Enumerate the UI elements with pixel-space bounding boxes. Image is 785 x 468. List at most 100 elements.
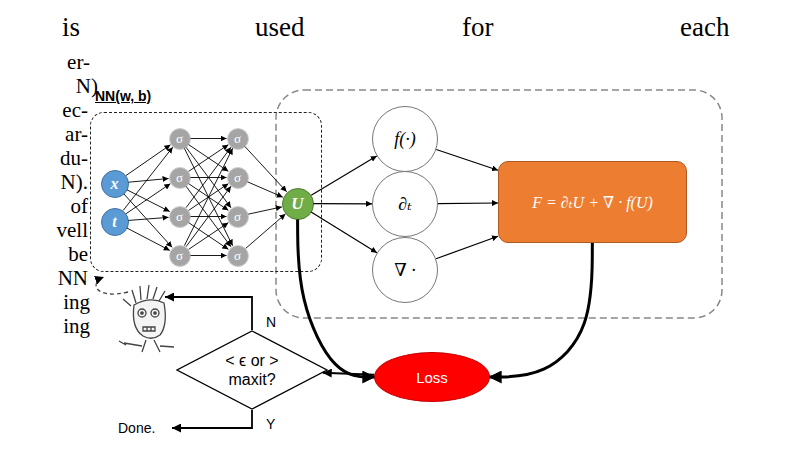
cartoon-teeth [143,327,155,331]
node-text: U [291,194,303,214]
margin-text: ing [63,314,90,339]
connector-arrow [186,147,231,207]
yes-branch-arrow [172,410,252,428]
branch-label: N [266,314,276,330]
node-text: f(·) [394,129,416,150]
margin-text: du- [60,146,88,171]
edge-group [128,179,168,183]
connector-arrow [189,223,229,250]
output-neuron: U [282,188,314,220]
cartoon-pupil [141,312,143,314]
hidden-neuron: σ [169,245,191,267]
hidden-neuron: σ [169,206,191,228]
cartoon-pupil [154,312,156,314]
node-text: σ [234,248,241,264]
margin-text: be [68,242,88,267]
edge-group [186,186,231,246]
edge-group [314,203,373,204]
body-text: each [680,12,729,43]
body-text: is [62,12,80,43]
connector-arrow [123,147,173,210]
edge-group [126,184,170,214]
node-text: σ [176,170,183,186]
residual-box: F = ∂ₜU + ∇ · f(U) [498,161,687,243]
edge-group [123,147,173,210]
operator-circle: ∂ₜ [372,171,438,237]
connector-arrow [248,207,282,214]
edge-group [126,145,170,176]
edge-group [311,156,376,195]
margin-text: er- [67,50,90,75]
operator-circle: f(·) [372,106,438,172]
cartoon-eye [151,309,159,317]
node-text: F = ∂ₜU + ∇ · f(U) [532,193,653,212]
connector-arrow [490,243,592,377]
cartoon-eye [138,309,146,317]
node-text: σ [234,170,241,186]
edge-group [248,207,282,214]
node-text: σ [176,248,183,264]
connector-arrow [184,148,232,245]
edge-group [298,220,374,378]
edge-group [490,243,592,377]
margin-text: ar- [65,122,88,147]
connector-arrow [128,217,168,220]
edge-group [191,138,227,139]
edge-group [245,147,287,192]
connector-arrow [191,138,227,139]
no-branch-arrow [165,297,252,330]
connector-arrow [189,184,229,211]
node-text: ∇ · [394,259,416,281]
node-text: ∂ₜ [398,193,411,215]
margin-text: NN [58,266,88,291]
network-frame: NN(w, b)xtσσσσσσσσU [90,112,322,272]
connector-arrow [126,184,170,214]
edge-group [311,212,377,253]
diamond-shape [177,331,327,409]
hidden-neuron: σ [227,167,249,189]
hidden-neuron: σ [227,206,249,228]
connector-arrow [314,203,373,204]
margin-text: N). [61,170,88,195]
connector-arrow [298,220,374,378]
edge-group [189,184,229,211]
connector-arrow [124,194,172,247]
connector-arrow [191,255,227,256]
edge-group [189,145,229,172]
edge-group [128,217,168,220]
edge-group [189,223,229,250]
node-text: x [111,175,119,193]
body-text: used [255,12,305,43]
connector-arrow [184,148,232,245]
connector-arrow [248,182,283,197]
edge-group [189,145,229,172]
edge-group [186,147,231,207]
edge-group [189,223,229,250]
end-label: Done. [118,420,155,436]
margin-text: ing [63,290,90,315]
connector-arrow [436,150,498,171]
connector-arrow [127,228,170,250]
node-text: t [112,213,116,231]
connector-arrow [438,202,498,204]
edge-group [438,203,498,205]
cartoon-head [133,300,165,338]
edge-group [127,228,170,250]
input-neuron: t [101,208,129,236]
connector-arrow [191,216,227,217]
edge-group [191,216,227,217]
connector-arrow [189,223,229,250]
connector-arrow [436,236,498,258]
operator-circle: ∇ · [372,237,438,303]
input-neuron: x [101,170,129,198]
node-text: σ [176,131,183,147]
node-text: σ [234,131,241,147]
connector-arrow [189,145,229,172]
node-text: Loss [416,369,448,386]
monster-cartoon [119,285,174,352]
connector-arrow [186,186,231,246]
decision-diamond: < ϵ or > maxit? [176,330,328,410]
node-text: σ [234,209,241,225]
connector-arrow [311,212,377,253]
